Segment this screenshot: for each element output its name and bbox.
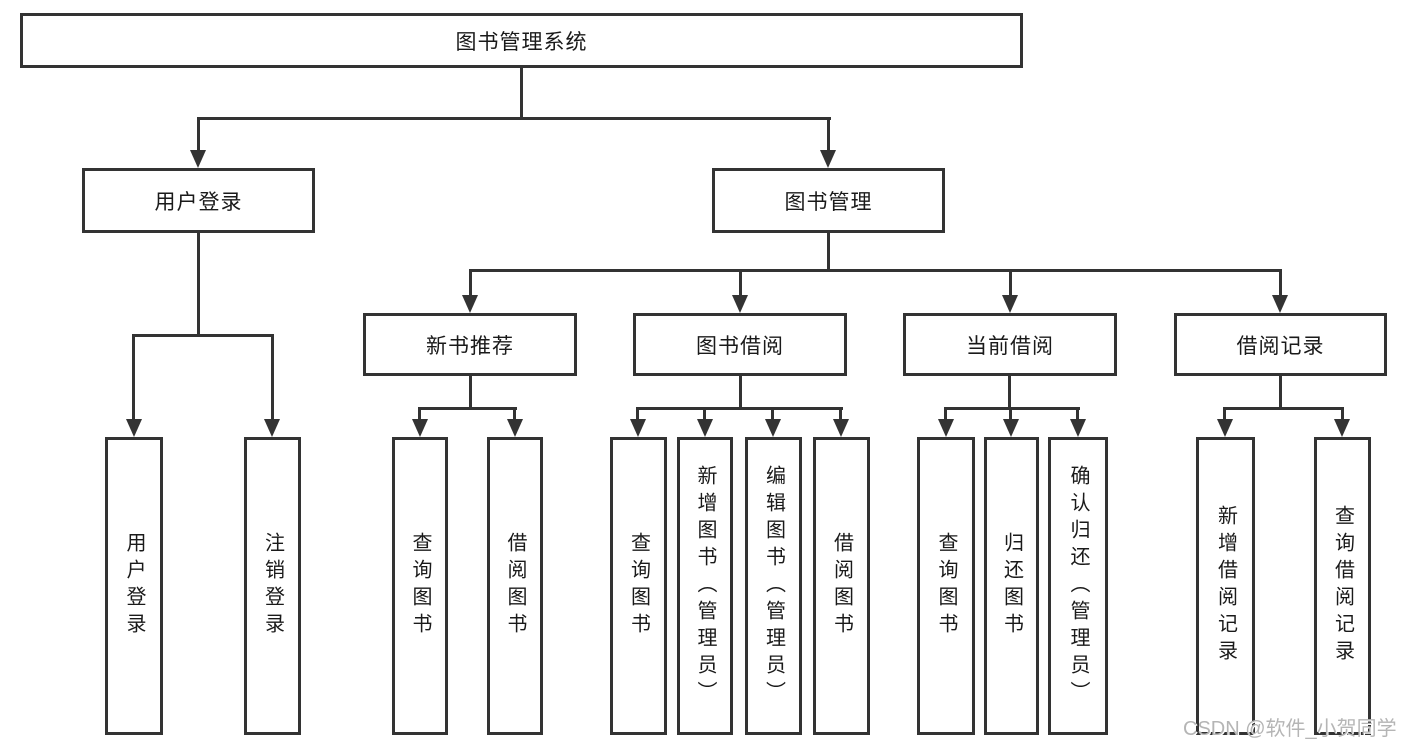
connector-book-management-horizontal (469, 269, 1282, 272)
arrowhead-book-borrow (732, 295, 748, 313)
leaf-nbr-borrow-books-label: 借阅图书 (504, 532, 526, 640)
leaf-cb-query-books: 查询图书 (917, 437, 975, 735)
connector-stub-br-query (1341, 407, 1344, 419)
arrowhead-br-query (1334, 419, 1350, 437)
arrowhead-bb-edit (765, 419, 781, 437)
connector-stub-bb-borrow (839, 407, 842, 419)
leaf-br-query-record: 查询借阅记录 (1314, 437, 1371, 735)
connector-bb-horizontal (637, 407, 843, 410)
connector-stub-book-borrow (739, 269, 742, 295)
leaf-bb-add-books-admin: 新增图书（管理员） (677, 437, 733, 735)
leaf-br-add-record-label: 新增借阅记录 (1214, 505, 1237, 667)
connector-stub-borrow-records (1279, 269, 1282, 295)
connector-user-login-horizontal (133, 334, 274, 337)
connector-root-horizontal (197, 117, 831, 120)
arrowhead-nbr-borrow (507, 419, 523, 437)
leaf-user-login: 用户登录 (105, 437, 163, 735)
arrowhead-cb-confirm (1070, 419, 1086, 437)
node-library-management-system: 图书管理系统 (20, 13, 1023, 68)
node-library-management-system-label: 图书管理系统 (455, 30, 588, 54)
leaf-nbr-query-books-label: 查询图书 (409, 532, 431, 640)
node-borrow-records-label: 借阅记录 (1236, 334, 1325, 358)
connector-stub-nbr-query (418, 407, 421, 419)
node-new-book-recommend: 新书推荐 (363, 313, 577, 376)
connector-stub-current-borrow (1009, 269, 1012, 295)
arrowhead-bb-add (697, 419, 713, 437)
connector-stub-cb-return (1009, 407, 1012, 419)
connector-root-stub-user-login (197, 117, 200, 150)
leaf-user-login-label: 用户登录 (123, 532, 145, 640)
arrowhead-borrow-records (1272, 295, 1288, 313)
arrowhead-bb-borrow (833, 419, 849, 437)
connector-stub-br-add (1223, 407, 1226, 419)
connector-nbr-horizontal (419, 407, 517, 410)
leaf-br-query-record-label: 查询借阅记录 (1331, 505, 1354, 667)
connector-stub-new-book-recommend (469, 269, 472, 295)
arrowhead-leaf-logout (264, 419, 280, 437)
leaf-cb-confirm-return-admin-label: 确认归还（管理员） (1067, 464, 1089, 708)
arrowhead-cb-return (1003, 419, 1019, 437)
leaf-cb-return-books: 归还图书 (984, 437, 1039, 735)
connector-br-vertical (1279, 376, 1282, 409)
connector-stub-cb-confirm (1076, 407, 1079, 419)
leaf-bb-borrow-books-label: 借阅图书 (830, 532, 853, 640)
node-new-book-recommend-label: 新书推荐 (426, 334, 514, 358)
leaf-bb-query-books-label: 查询图书 (627, 532, 650, 640)
leaf-cb-confirm-return-admin: 确认归还（管理员） (1048, 437, 1108, 735)
arrowhead-nbr-query (412, 419, 428, 437)
connector-stub-bb-query (636, 407, 639, 419)
leaf-cb-return-books-label: 归还图书 (1000, 532, 1023, 640)
arrowhead-cb-query (938, 419, 954, 437)
connector-stub-leaf-user-login (132, 334, 135, 419)
connector-cb-vertical (1008, 376, 1011, 409)
connector-nbr-vertical (469, 376, 472, 409)
leaf-cb-query-books-label: 查询图书 (935, 532, 957, 640)
connector-stub-cb-query (944, 407, 947, 419)
node-current-borrow: 当前借阅 (903, 313, 1117, 376)
node-borrow-records: 借阅记录 (1174, 313, 1387, 376)
arrowhead-bb-query (630, 419, 646, 437)
connector-root-vertical (520, 68, 523, 119)
leaf-bb-borrow-books: 借阅图书 (813, 437, 870, 735)
node-user-login: 用户登录 (82, 168, 315, 233)
node-book-management: 图书管理 (712, 168, 945, 233)
connector-book-management-vertical (827, 233, 830, 271)
connector-stub-bb-edit (771, 407, 774, 419)
leaf-bb-edit-books-admin-label: 编辑图书（管理员） (762, 464, 785, 708)
arrowhead-new-book-recommend (462, 295, 478, 313)
arrowhead-br-add (1217, 419, 1233, 437)
arrowhead-current-borrow (1002, 295, 1018, 313)
leaf-bb-add-books-admin-label: 新增图书（管理员） (694, 464, 716, 708)
node-book-borrow: 图书借阅 (633, 313, 847, 376)
arrowhead-leaf-user-login (126, 419, 142, 437)
connector-bb-vertical (739, 376, 742, 409)
arrowhead-user-login (190, 150, 206, 168)
connector-user-login-vertical (197, 233, 200, 336)
leaf-br-add-record: 新增借阅记录 (1196, 437, 1255, 735)
leaf-logout-label: 注销登录 (261, 532, 284, 640)
leaf-nbr-borrow-books: 借阅图书 (487, 437, 543, 735)
node-user-login-label: 用户登录 (154, 190, 243, 214)
connector-br-horizontal (1224, 407, 1344, 410)
node-book-management-label: 图书管理 (784, 190, 873, 214)
leaf-bb-query-books: 查询图书 (610, 437, 667, 735)
csdn-watermark: CSDN @软件_小贺同学 (1183, 718, 1397, 740)
node-current-borrow-label: 当前借阅 (966, 334, 1054, 358)
connector-stub-nbr-borrow (513, 407, 516, 419)
node-book-borrow-label: 图书借阅 (696, 334, 784, 358)
leaf-bb-edit-books-admin: 编辑图书（管理员） (745, 437, 802, 735)
leaf-logout: 注销登录 (244, 437, 301, 735)
connector-stub-bb-add (703, 407, 706, 419)
connector-cb-horizontal (945, 407, 1080, 410)
arrowhead-book-management (820, 150, 836, 168)
leaf-nbr-query-books: 查询图书 (392, 437, 448, 735)
connector-root-stub-book-management (827, 117, 830, 150)
connector-stub-leaf-logout (271, 334, 274, 419)
